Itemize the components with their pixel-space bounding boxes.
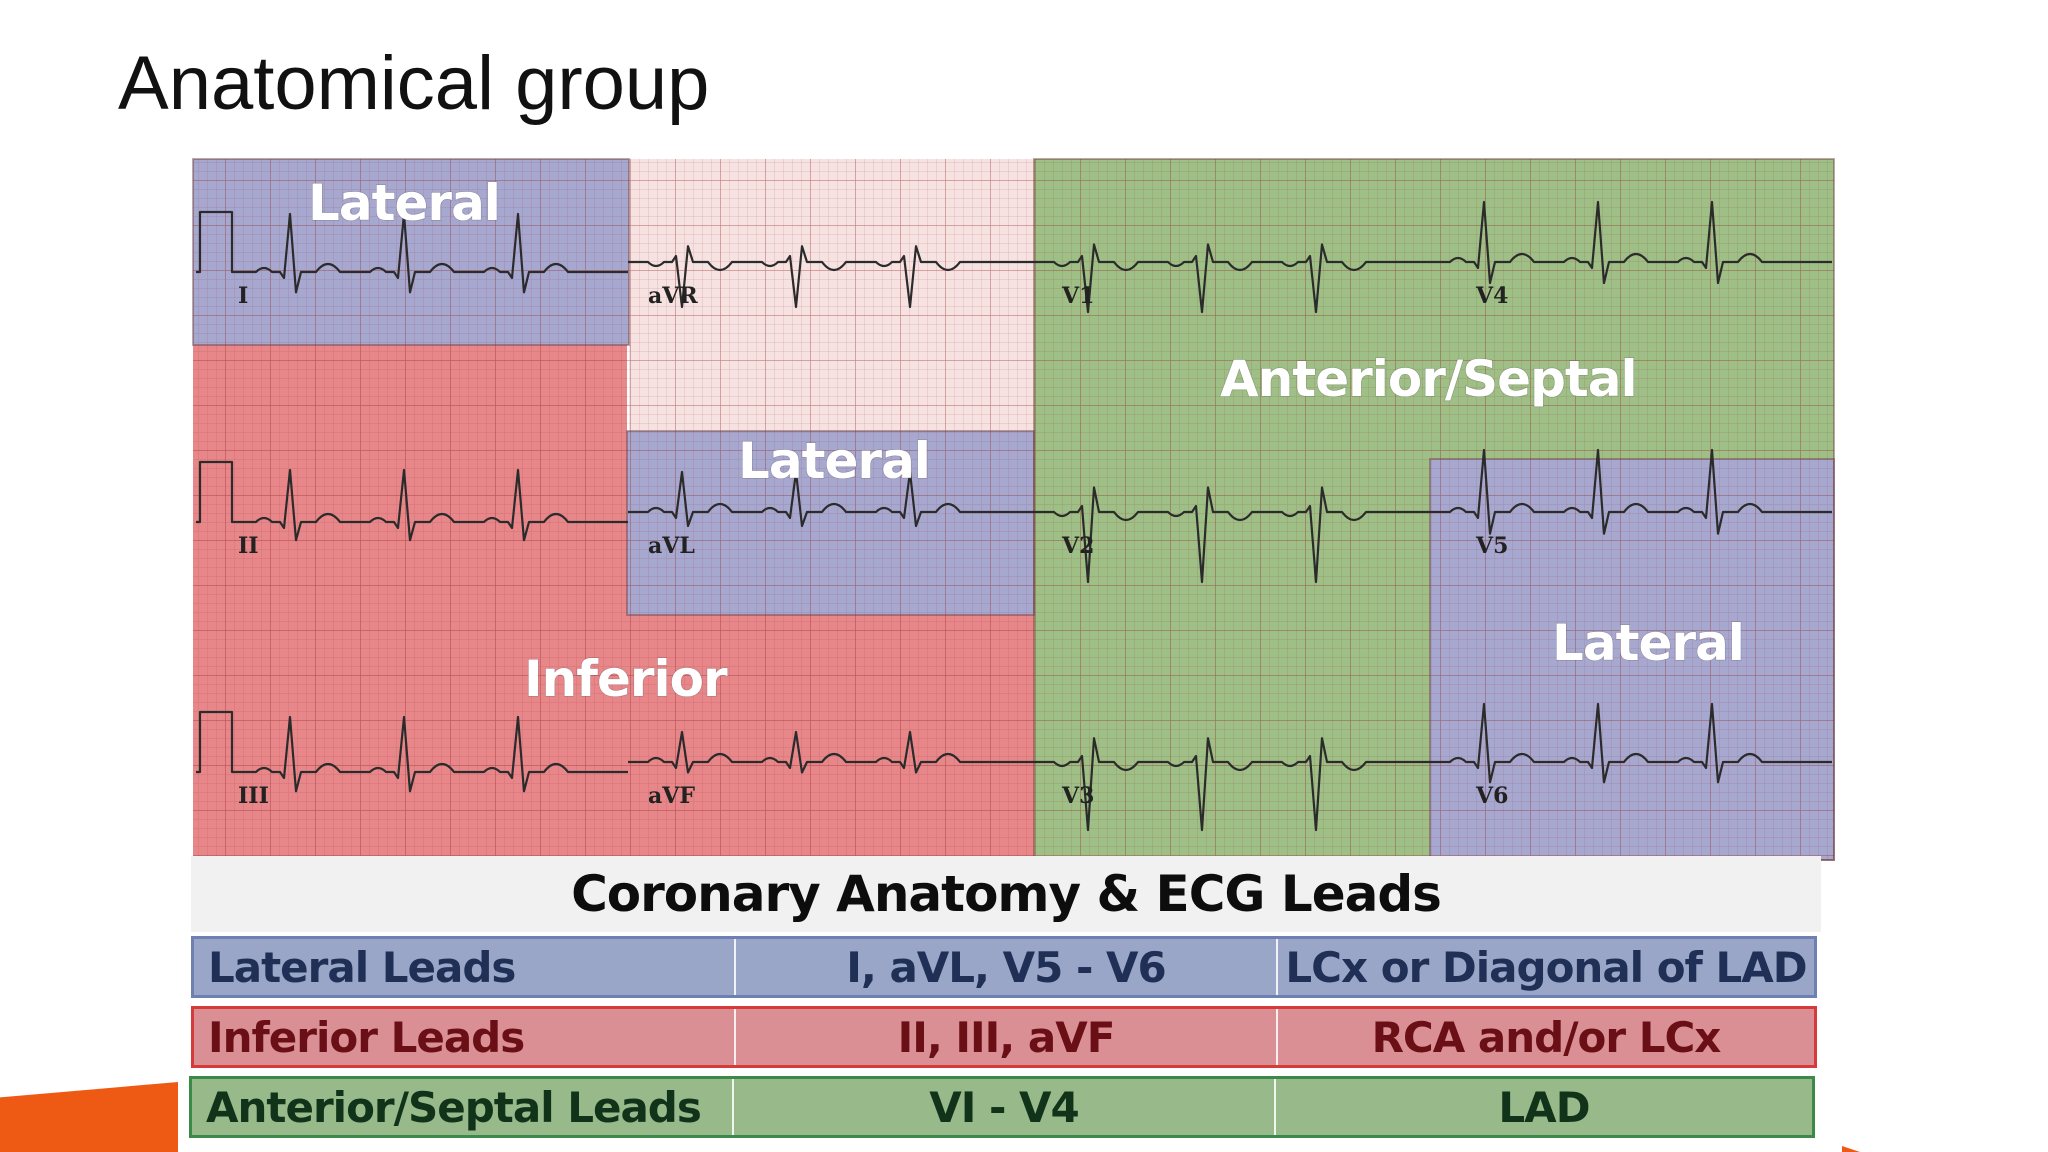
ecg-trace bbox=[1034, 737, 1430, 832]
ecg-trace bbox=[196, 210, 628, 294]
ecg-trace bbox=[196, 460, 628, 542]
ecg-trace bbox=[1430, 200, 1832, 285]
lead-label-V5: V5 bbox=[1475, 533, 1508, 559]
table-caption-text: Coronary Anatomy & ECG Leads bbox=[571, 865, 1442, 923]
lead-label-aVF: aVF bbox=[648, 783, 695, 809]
region-label-anterior-septal: Anterior/Septal bbox=[1220, 350, 1637, 408]
region-label-inferior: Inferior bbox=[524, 650, 728, 708]
ecg-trace bbox=[196, 710, 628, 793]
table-cell-artery: RCA and/or LCx bbox=[1276, 1009, 1814, 1065]
lead-label-I: I bbox=[238, 283, 248, 309]
table-cell-artery: LAD bbox=[1274, 1079, 1812, 1135]
ecg-grid bbox=[193, 159, 1834, 860]
table-cell-group: Lateral Leads bbox=[208, 942, 516, 992]
table-row-lateral: Lateral Leads I, aVL, V5 - V6 LCx or Dia… bbox=[191, 936, 1817, 998]
lead-label-V4: V4 bbox=[1475, 283, 1508, 309]
table-row-anterior: Anterior/Septal Leads VI - V4 LAD bbox=[189, 1076, 1815, 1138]
lead-label-III: III bbox=[238, 783, 269, 809]
table-cell-leads: II, III, aVF bbox=[734, 1009, 1276, 1065]
slide-title: Anatomical group bbox=[118, 41, 710, 126]
ecg-trace bbox=[1034, 486, 1430, 584]
table-cell-leads: I, aVL, V5 - V6 bbox=[734, 939, 1276, 995]
lead-label-aVR: aVR bbox=[648, 283, 698, 309]
region-label-lateral-3: Lateral bbox=[1552, 614, 1744, 672]
table-row-inferior: Inferior Leads II, III, aVF RCA and/or L… bbox=[191, 1006, 1817, 1068]
ecg-trace bbox=[1430, 702, 1832, 784]
region-label-lateral-2: Lateral bbox=[738, 432, 930, 490]
lead-label-aVL: aVL bbox=[648, 533, 695, 559]
ecg-trace bbox=[628, 245, 1034, 309]
ecg-trace bbox=[628, 470, 1034, 528]
lead-label-V1: V1 bbox=[1061, 283, 1094, 309]
region-border-lateral-1 bbox=[192, 158, 630, 346]
lead-label-V3: V3 bbox=[1061, 783, 1094, 809]
ecg-trace bbox=[1034, 243, 1430, 314]
table-cell-group: Anterior/Septal Leads bbox=[206, 1082, 702, 1132]
lead-label-V2: V2 bbox=[1061, 533, 1094, 559]
lead-label-V6: V6 bbox=[1475, 783, 1508, 809]
table-cell-leads: VI - V4 bbox=[732, 1079, 1274, 1135]
table-cell-artery: LCx or Diagonal of LAD bbox=[1276, 939, 1814, 995]
ecg-trace bbox=[1430, 448, 1832, 535]
region-label-lateral-1: Lateral bbox=[308, 174, 500, 232]
table-caption: Coronary Anatomy & ECG Leads bbox=[191, 856, 1821, 932]
table-cell-group: Inferior Leads bbox=[208, 1012, 525, 1062]
orange-corner-mark bbox=[1842, 1146, 1860, 1152]
lead-label-II: II bbox=[238, 533, 259, 559]
ecg-trace bbox=[628, 730, 1034, 774]
